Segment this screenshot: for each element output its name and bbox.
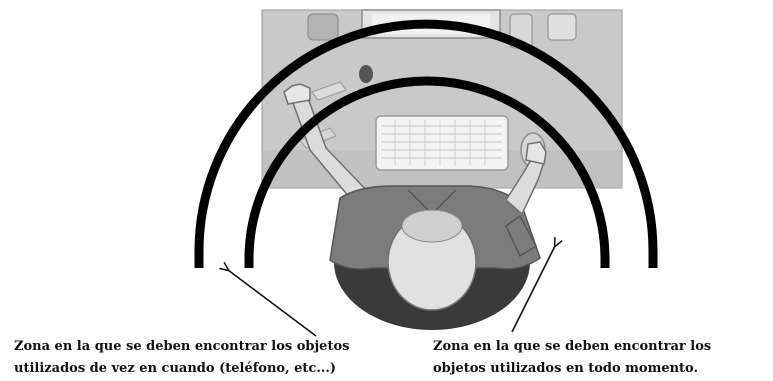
constant-use-zone-arc	[244, 76, 610, 268]
constant-zone-arrow	[511, 246, 555, 333]
occasional-zone-arrow	[228, 270, 317, 337]
occasional-use-zone-arc	[194, 19, 658, 268]
occasional-zone-caption: Zona en la que se deben encontrar los ob…	[14, 336, 349, 380]
constant-zone-caption-line2: objetos utilizados en todo momento.	[433, 361, 699, 376]
occasional-zone-caption-line1: Zona en la que se deben encontrar los ob…	[14, 339, 350, 354]
constant-zone-caption-line1: Zona en la que se deben encontrar los	[433, 339, 712, 354]
occasional-zone-caption-line2: utilizados de vez en cuando (teléfono, e…	[14, 361, 337, 376]
constant-zone-caption: Zona en la que se deben encontrar los ob…	[433, 336, 711, 380]
keyboard	[375, 115, 509, 171]
